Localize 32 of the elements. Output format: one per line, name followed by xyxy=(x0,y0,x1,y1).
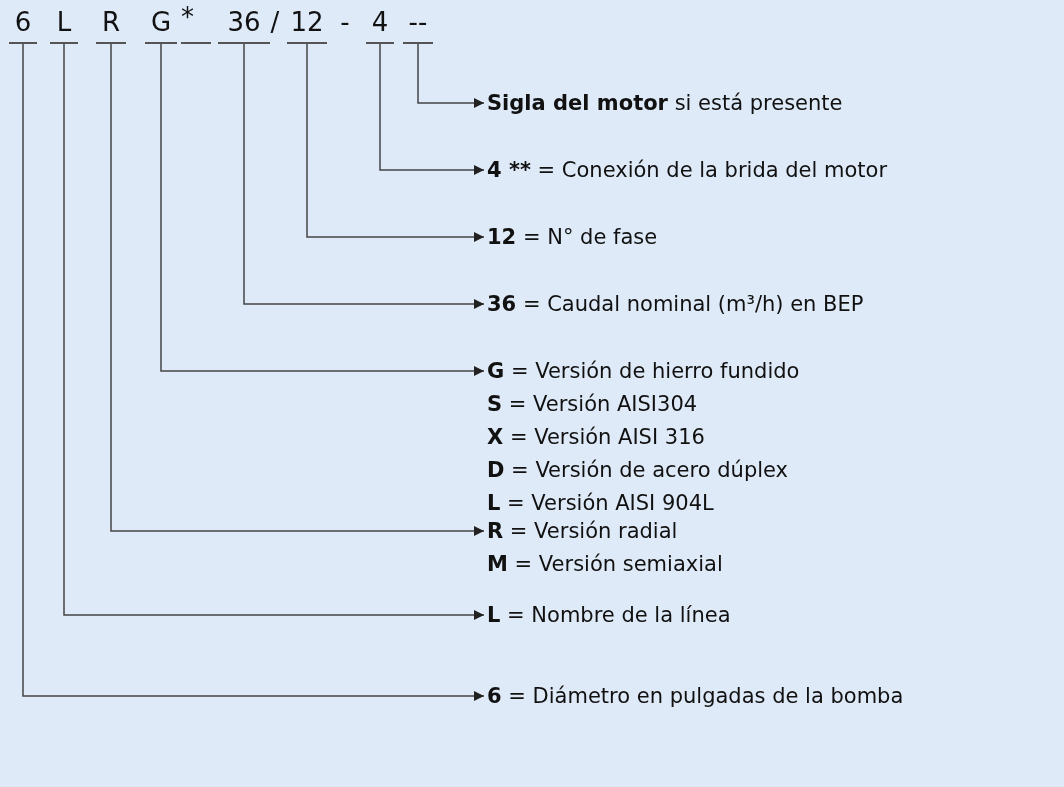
code-description: 12 = N° de fase xyxy=(487,223,658,251)
code-description: 4 ** = Conexión de la brida del motor xyxy=(487,156,888,184)
code-character: 12 xyxy=(287,2,327,44)
code-character: * xyxy=(181,2,211,44)
leader-arrow xyxy=(160,43,485,376)
leader-arrow xyxy=(417,43,485,108)
leader-arrow xyxy=(22,43,485,701)
code-description: Sigla del motor si está presente xyxy=(487,89,843,117)
code-description: X = Versión AISI 316 xyxy=(487,423,706,451)
code-character: R xyxy=(96,2,126,44)
code-character: 36 xyxy=(218,2,270,44)
code-description: M = Versión semiaxial xyxy=(487,550,723,578)
code-description: R = Versión radial xyxy=(487,517,679,545)
code-description: S = Versión AISI304 xyxy=(487,390,699,418)
code-description: 36 = Caudal nominal (m³/h) en BEP xyxy=(487,290,864,318)
code-character: 6 xyxy=(9,2,37,44)
leader-arrow xyxy=(110,43,485,536)
code-character: -- xyxy=(403,2,433,44)
code-description: L = Versión AISI 904L xyxy=(487,489,715,517)
code-description: G = Versión de hierro fundido xyxy=(487,357,800,385)
code-character: 4 xyxy=(366,2,394,44)
code-character: - xyxy=(339,6,351,39)
code-description: L = Nombre de la línea xyxy=(487,601,731,629)
code-description: D = Versión de acero dúplex xyxy=(487,456,790,484)
code-character: G xyxy=(145,2,177,44)
leader-arrow xyxy=(63,43,485,620)
leader-arrow xyxy=(243,43,485,309)
leader-arrow xyxy=(306,43,485,242)
code-description: 6 = Diámetro en pulgadas de la bomba xyxy=(487,682,904,710)
code-character: L xyxy=(50,2,78,44)
code-character: / xyxy=(269,6,281,39)
leader-arrow xyxy=(379,43,485,175)
